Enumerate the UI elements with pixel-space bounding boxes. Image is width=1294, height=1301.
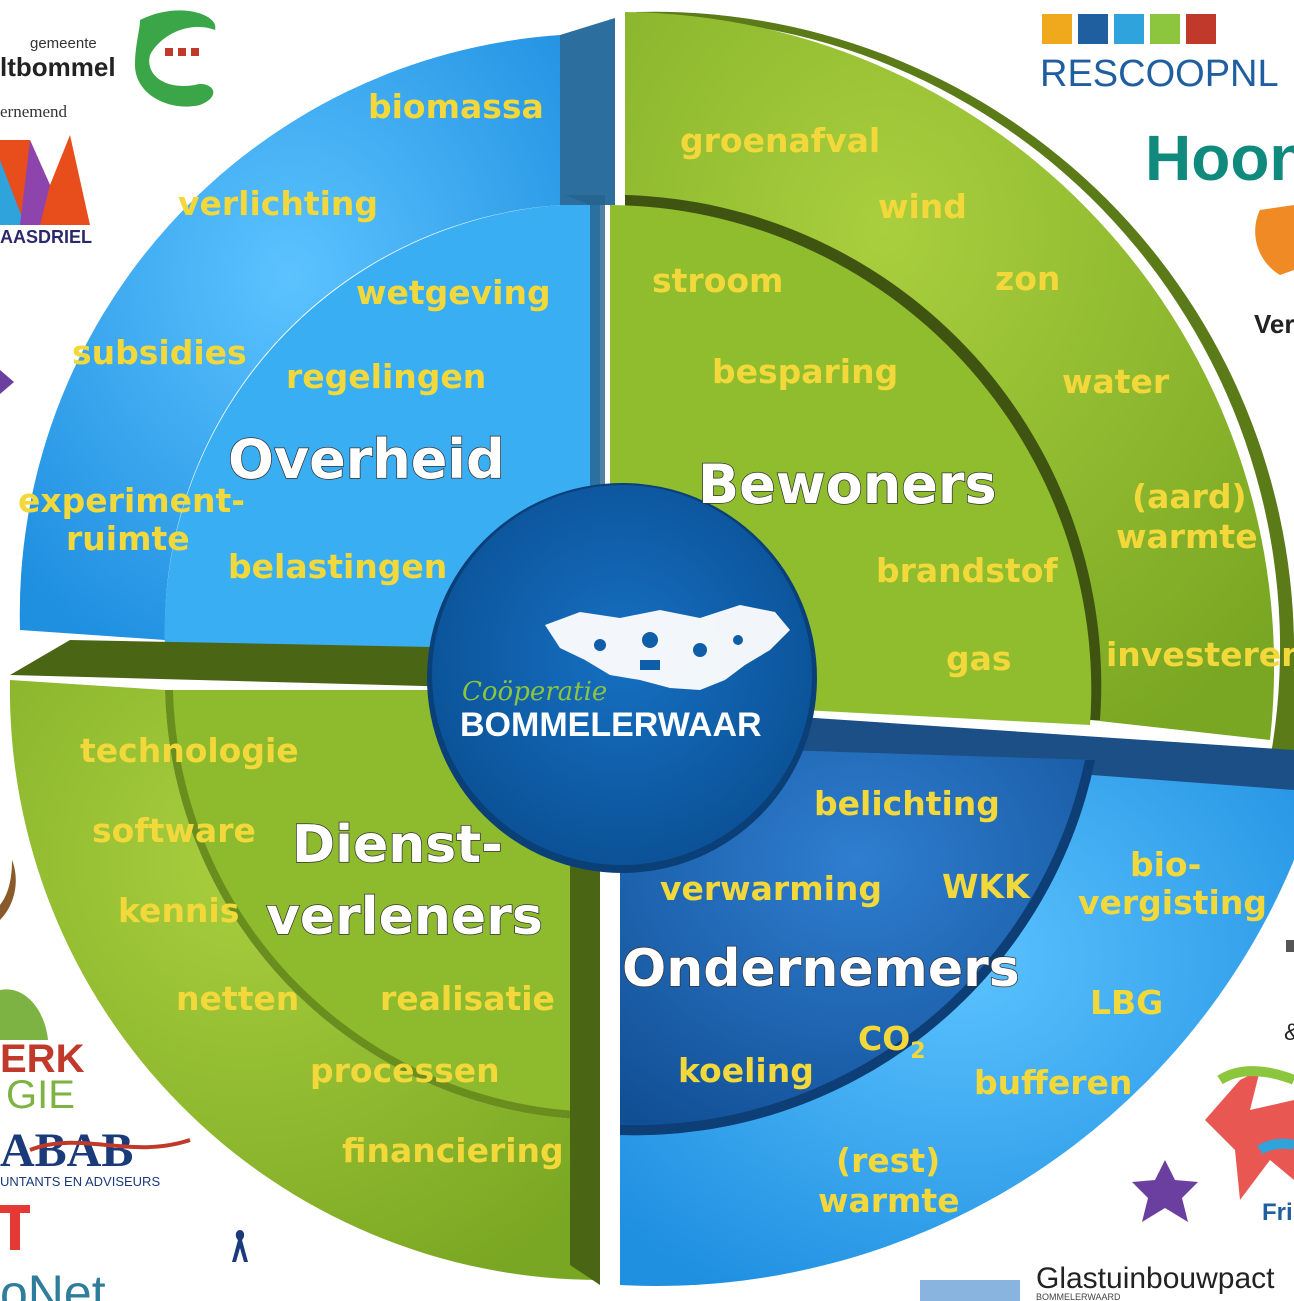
logo-erk-line1: ERK <box>0 1037 85 1081</box>
word-wetgeving: wetgeving <box>356 273 551 312</box>
overheid-outer-ring <box>19 35 560 640</box>
title-bewoners: Bewoners <box>698 453 997 516</box>
word-co2: CO2 <box>858 1019 926 1064</box>
red-t-icon <box>0 1205 30 1250</box>
word-verlichting: verlichting <box>178 184 378 223</box>
word-warmte-ondernemers: warmte <box>818 1181 960 1220</box>
logo-amp: & <box>1284 1019 1294 1046</box>
word-ruimte: ruimte <box>66 519 190 558</box>
word-lbg: LBG <box>1090 983 1163 1022</box>
ondernemers-inner-sector <box>620 745 1095 1136</box>
word-belastingen: belastingen <box>228 547 447 586</box>
quadrant-ondernemers <box>620 705 1294 1286</box>
colorful-star-icon <box>1205 1070 1294 1200</box>
logo-maasdriel-text: AASDRIEL <box>0 227 92 247</box>
bewoners-outer-ring <box>625 12 1275 740</box>
word-subsidies: subsidies <box>72 333 247 372</box>
word-regelingen: regelingen <box>286 357 486 396</box>
word-belichting: belichting <box>814 784 1000 823</box>
blue-logo-fragment <box>920 1280 1020 1301</box>
logo-ver: Ver <box>1254 309 1294 339</box>
word-rest: (rest) <box>836 1141 940 1180</box>
logo-abab-text: ABAB <box>0 1124 133 1177</box>
logo-besturend-text: ernemend <box>0 102 68 121</box>
word-experiment: experiment- <box>18 481 245 520</box>
overheid-outer-ring-side <box>560 18 615 205</box>
logo-erk-line2: GIE <box>6 1073 75 1117</box>
word-netten: netten <box>176 979 299 1018</box>
logo-fri: Fri <box>1262 1199 1293 1226</box>
title-verleners: verleners <box>266 887 543 947</box>
orange-shield-icon <box>1255 205 1294 275</box>
word-aard: (aard) <box>1132 477 1247 516</box>
center-line1: Coöperatie <box>462 677 607 707</box>
logo-abab: ABAB UNTANTS EN ADVISEURS <box>0 1124 191 1189</box>
word-wkk: WKK <box>942 867 1031 906</box>
logo-hoom: Hoon <box>1145 122 1294 194</box>
title-overheid: Overheid <box>228 428 505 491</box>
word-bufferen: bufferen <box>974 1063 1132 1102</box>
logo-net: oNet <box>0 1265 106 1301</box>
word-groenafval: groenafval <box>680 121 880 160</box>
dienstverleners-outer-ring <box>9 680 601 1280</box>
logo-rescoop: RESCOOPNL <box>1040 14 1279 95</box>
purple-flower-icon <box>1132 1160 1198 1222</box>
word-co2-main: CO <box>858 1019 910 1058</box>
logo-zaltbommel-line1: gemeente <box>30 35 97 52</box>
logo-erk-energie: ERK GIE <box>0 989 85 1117</box>
purple-arrow-icon <box>0 370 14 394</box>
logo-maasdriel: AASDRIEL <box>0 135 92 247</box>
word-kennis: kennis <box>118 891 239 930</box>
brown-swoosh-icon <box>0 860 16 920</box>
word-investeren: investeren <box>1106 635 1294 674</box>
word-financiering: financiering <box>342 1131 564 1170</box>
word-stroom: stroom <box>652 261 783 300</box>
center-logo: Coöperatie BOMMELERWAAR <box>427 483 817 873</box>
logo-rescoop-text: RESCOOPNL <box>1040 53 1279 95</box>
logo-glastuinbouw-sub: BOMMELERWAARD <box>1036 1292 1121 1301</box>
word-water: water <box>1062 362 1170 401</box>
center-line2: BOMMELERWAAR <box>460 706 762 744</box>
title-dienst: Dienst- <box>292 815 503 875</box>
word-verwarming: verwarming <box>660 869 882 908</box>
word-koeling: koeling <box>678 1051 814 1090</box>
word-wind: wind <box>878 187 967 226</box>
word-besparing: besparing <box>712 352 898 391</box>
logo-glastuinbouw-text: Glastuinbouwpact <box>1036 1262 1275 1295</box>
logo-abab-sub: UNTANTS EN ADVISEURS <box>0 1174 160 1189</box>
zaltbommel-wave-icon <box>135 10 216 107</box>
word-realisatie: realisatie <box>380 979 555 1018</box>
logo-zaltbommel-line2: ltbommel <box>0 52 116 82</box>
word-co2-sub: 2 <box>910 1039 925 1064</box>
green-hill-icon <box>0 989 48 1040</box>
logo-friesland: Fri <box>1205 1066 1294 1226</box>
logo-zaltbommel: gemeente ltbommel <box>0 10 216 107</box>
small-logo-fragment <box>1286 940 1294 952</box>
person-icon <box>232 1230 248 1262</box>
word-bio: bio- <box>1130 845 1201 884</box>
word-processen: processen <box>310 1051 500 1090</box>
bommelerwaar-silhouette-icon <box>545 605 790 690</box>
logo-glastuinbouwpact: Glastuinbouwpact BOMMELERWAARD <box>1036 1160 1275 1301</box>
word-warmte-bewoners: warmte <box>1116 517 1258 556</box>
word-gas: gas <box>946 639 1012 678</box>
word-biomassa: biomassa <box>368 87 544 126</box>
word-technologie: technologie <box>80 731 299 770</box>
title-ondernemers: Ondernemers <box>622 939 1020 999</box>
ondernemers-inner-edge <box>620 760 1095 1136</box>
word-brandstof: brandstof <box>876 551 1058 590</box>
word-vergisting: vergisting <box>1078 883 1267 922</box>
word-software: software <box>92 811 256 850</box>
word-zon: zon <box>995 259 1060 298</box>
